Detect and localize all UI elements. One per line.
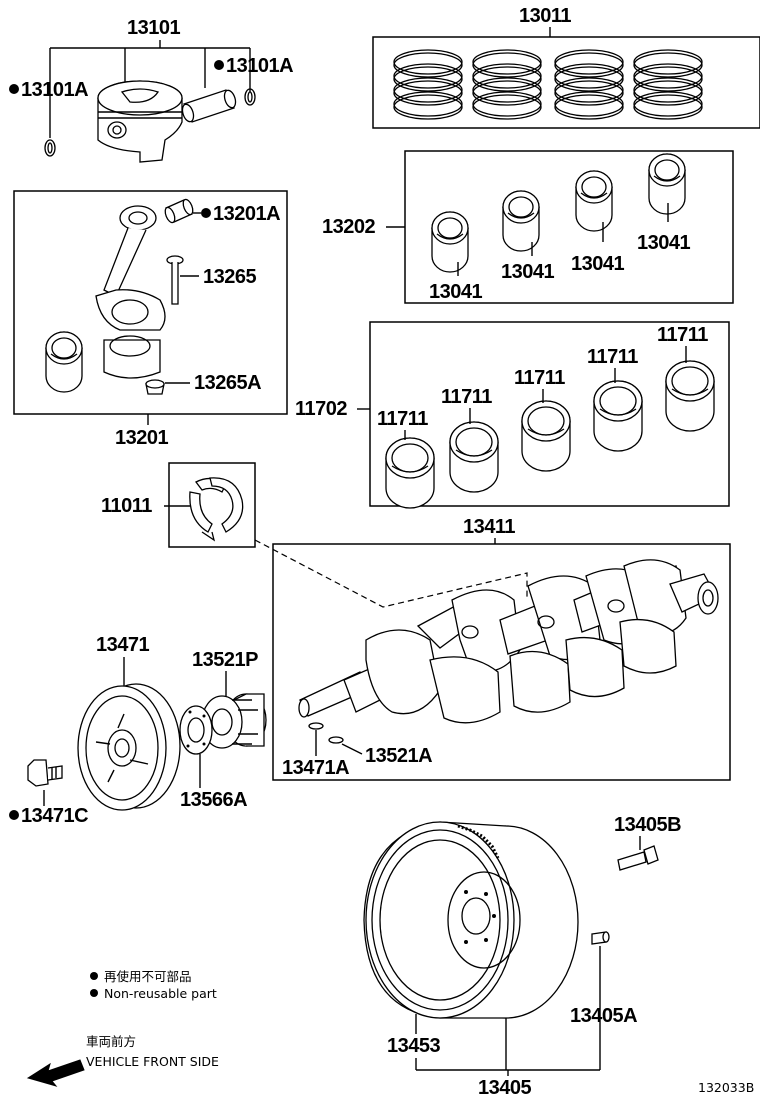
crank-timing-gear-icon [201,693,267,749]
label-13041-b: 13041 [501,261,554,283]
crankshaft-icon [298,559,719,724]
connecting-rod-group: 13201A 13265 13265A 13201 [13,190,288,449]
crank-position-plate-icon [179,705,213,755]
conrod-nut-icon [145,379,165,395]
thrust-washer-group: 11011 [101,462,256,548]
conrod-bearing-shell-3-icon [575,170,613,232]
piston-pin-icon [181,89,237,123]
crankshaft-box [272,543,731,781]
non-reusable-dot-icon [90,989,98,997]
main-bearing-shell-5-icon [665,360,715,432]
piston-ring-box [372,36,760,129]
conrod-bearing-shell-2-icon [502,190,540,252]
label-11702: 11702 [295,398,347,420]
main-bearing-box [369,321,730,507]
conrod-bearing-group: 13202 13041 13041 13041 13041 [322,150,734,304]
direction-en: VEHICLE FRONT SIDE [86,1054,219,1069]
flywheel-icon [363,821,579,1019]
legend-en: Non-reusable part [104,986,217,1001]
piston-ring-set-4-icon [633,49,703,120]
front-direction-indicator: 車両前方 VEHICLE FRONT SIDE [26,1034,219,1087]
label-13202: 13202 [322,216,375,238]
label-13411: 13411 [463,516,515,538]
label-13471: 13471 [96,634,149,656]
crank-key-13521A-icon [328,736,344,744]
label-13201: 13201 [115,427,168,449]
label-11711-d: 11711 [587,346,638,368]
label-13453: 13453 [387,1035,440,1057]
conrod-bushing-icon [164,198,194,224]
connecting-rod-icon [95,205,166,379]
piston-ring-set-2-icon [472,49,542,120]
piston-ring-set-1-icon [393,49,463,120]
conrod-bearing-shell-4-icon [648,153,686,215]
pulley-group: 13471 13521P [9,634,267,827]
direction-jp: 車両前方 [86,1034,136,1049]
piston-icon [97,80,183,163]
legend: 再使用不可部品 Non-reusable part [90,969,217,1001]
label-13521A: 13521A [365,745,432,767]
snap-ring-left-icon [44,139,56,157]
label-13201A: 13201A [213,203,280,225]
label-11711-b: 11711 [441,386,492,408]
label-13405A: 13405A [570,1005,637,1027]
main-bearing-group: 11702 11711 11711 11711 11711 11711 [295,321,730,509]
main-bearing-shell-4-icon [593,380,643,452]
label-13265A: 13265A [194,372,261,394]
label-11011: 11011 [101,495,152,517]
piston-ring-set-3-icon [554,49,624,120]
piston-group: 13101 13101A [9,17,294,163]
conrod-bearing-icon [45,331,83,393]
legend-jp: 再使用不可部品 [104,969,192,984]
label-13041-c: 13041 [571,253,624,275]
non-reusable-dot-icon [201,208,211,218]
label-11711-a: 11711 [377,408,428,430]
label-11711-e: 11711 [657,324,708,346]
non-reusable-dot-icon [90,972,98,980]
non-reusable-dot-icon [9,810,19,820]
flywheel-bolt-icon [617,845,659,871]
crank-key-13471A-icon [308,722,324,730]
arrow-left-icon [26,1059,85,1087]
main-bearing-shell-3-icon [521,400,571,472]
thrust-washer-icon [189,477,244,542]
label-13011: 13011 [519,5,571,27]
label-13405B: 13405B [614,814,681,836]
label-13471C: 13471C [21,805,88,827]
diagram-id: 132033B [698,1080,754,1095]
flywheel-pin-icon [591,931,610,945]
non-reusable-dot-icon [9,84,19,94]
main-bearing-shell-2-icon [449,421,499,493]
crank-pulley-icon [77,683,181,811]
label-13041-a: 13041 [429,281,482,303]
label-13101A-left: 13101A [21,79,88,101]
pulley-bolt-icon [27,759,63,787]
piston-ring-group: 13011 [372,5,760,129]
crankshaft-group: 13411 [254,516,731,781]
label-13265: 13265 [203,266,256,288]
non-reusable-dot-icon [214,60,224,70]
label-13405: 13405 [478,1077,531,1099]
flywheel-group: 13405B 13405A 13453 [363,814,682,1099]
thrust-washer-box [168,462,256,548]
label-13521P: 13521P [192,649,258,671]
label-13566A: 13566A [180,789,247,811]
main-bearing-shell-1-icon [385,437,435,509]
label-11711-c: 11711 [514,367,565,389]
conrod-bearing-shell-1-icon [431,211,469,273]
conrod-bolt-icon [166,255,184,305]
label-13101A-right: 13101A [226,55,293,77]
snap-ring-right-icon [244,88,256,106]
label-13101: 13101 [127,17,180,39]
connecting-rod-box [13,190,288,415]
label-13041-d: 13041 [637,232,690,254]
label-13471A: 13471A [282,757,349,779]
